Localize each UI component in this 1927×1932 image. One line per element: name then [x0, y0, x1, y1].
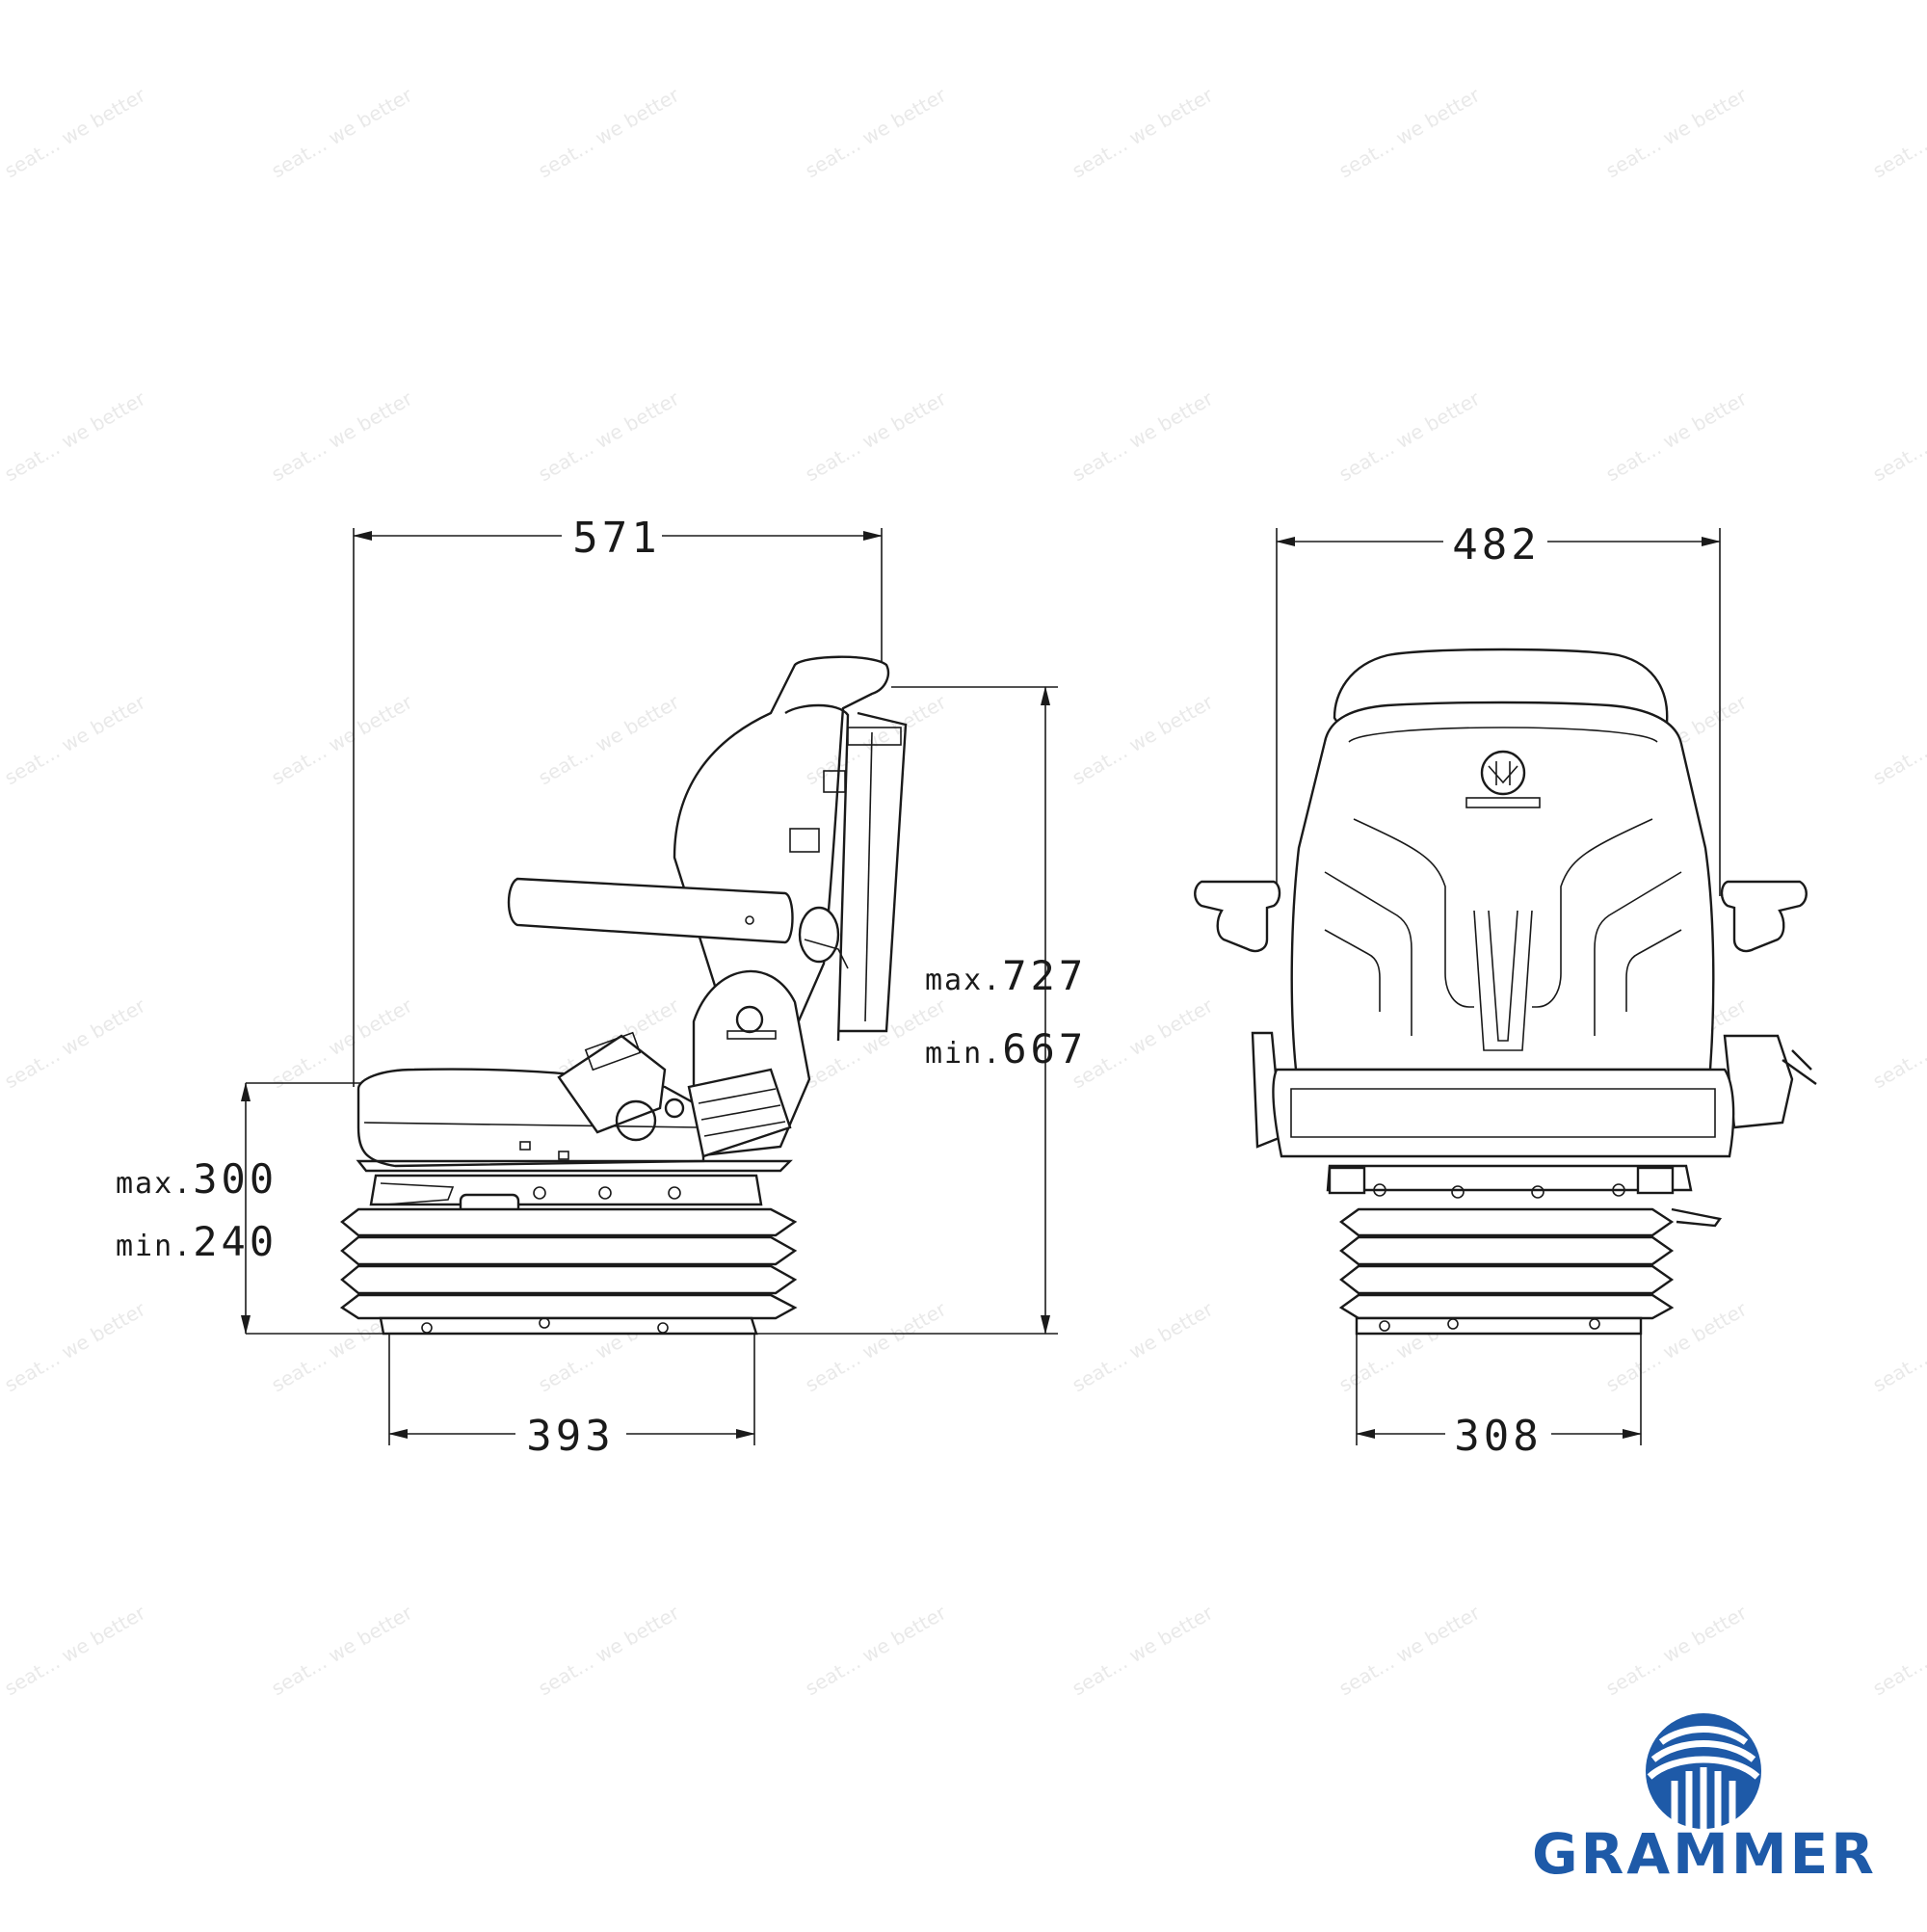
- brand-logo: GRAMMER: [1532, 1713, 1877, 1887]
- watermark-text: seat... we better: [1602, 83, 1752, 182]
- grammer-logo-icon: [1646, 1713, 1761, 1831]
- watermark-text: seat... we better: [1869, 1601, 1927, 1700]
- watermark-text: seat... we better: [535, 690, 684, 789]
- watermark-text: seat... we better: [1, 83, 150, 182]
- watermark-text: seat... we better: [535, 1601, 684, 1700]
- side-height-min-label: min.667: [925, 1025, 1087, 1072]
- bellows-side: [342, 1209, 795, 1318]
- watermark-text: seat... we better: [1335, 83, 1485, 182]
- watermark-text: seat... we better: [268, 690, 417, 789]
- front-base-width-label: 308: [1454, 1412, 1542, 1461]
- watermark-text: seat... we better: [268, 386, 417, 486]
- front-width-label: 482: [1452, 520, 1540, 569]
- watermark-text: seat... we better: [268, 83, 417, 182]
- watermark-text: seat... we better: [1, 1601, 150, 1700]
- watermark-text: seat... we better: [802, 1601, 951, 1700]
- watermark-text: seat... we better: [1069, 1297, 1218, 1396]
- side-width-label: 571: [572, 514, 660, 563]
- watermark-text: seat... we better: [1, 386, 150, 486]
- watermark-text: seat... we better: [1869, 993, 1927, 1093]
- watermark-text: seat... we better: [1335, 1601, 1485, 1700]
- watermark-text: seat... we better: [1869, 690, 1927, 789]
- watermark-text: seat... we better: [1602, 386, 1752, 486]
- brand-name: GRAMMER: [1532, 1821, 1877, 1887]
- watermark-text: seat... we better: [1069, 1601, 1218, 1700]
- watermark-text: seat... we better: [1, 690, 150, 789]
- side-height-max-label: max.727: [925, 952, 1087, 999]
- watermark-text: seat... we better: [802, 1297, 951, 1396]
- seat-height-min-label: min.240: [116, 1218, 277, 1265]
- watermark-text: seat... we better: [1069, 993, 1218, 1093]
- watermark-text: seat... we better: [1069, 690, 1218, 789]
- bellows-front: [1341, 1209, 1672, 1318]
- seat-front-drawing: [1195, 649, 1816, 1334]
- watermark-text: seat... we better: [1069, 386, 1218, 486]
- watermark-text: seat... we better: [1069, 83, 1218, 182]
- watermark-text: seat... we better: [802, 83, 951, 182]
- watermark-text: seat... we better: [1, 1297, 150, 1396]
- watermark-text: seat... we better: [1335, 386, 1485, 486]
- watermark-text: seat... we better: [268, 1601, 417, 1700]
- watermark-text: seat... we better: [535, 386, 684, 486]
- watermark-text: seat... we better: [535, 83, 684, 182]
- watermark-text: seat... we better: [1869, 386, 1927, 486]
- seat-height-max-label: max.300: [116, 1155, 277, 1203]
- watermark-text: seat... we better: [1869, 83, 1927, 182]
- watermark-text: seat... we better: [1602, 1601, 1752, 1700]
- watermark-text: seat... we better: [1, 993, 150, 1093]
- watermark-text: seat... we better: [1869, 1297, 1927, 1396]
- side-base-width-label: 393: [526, 1412, 614, 1461]
- watermark-text: seat... we better: [802, 386, 951, 486]
